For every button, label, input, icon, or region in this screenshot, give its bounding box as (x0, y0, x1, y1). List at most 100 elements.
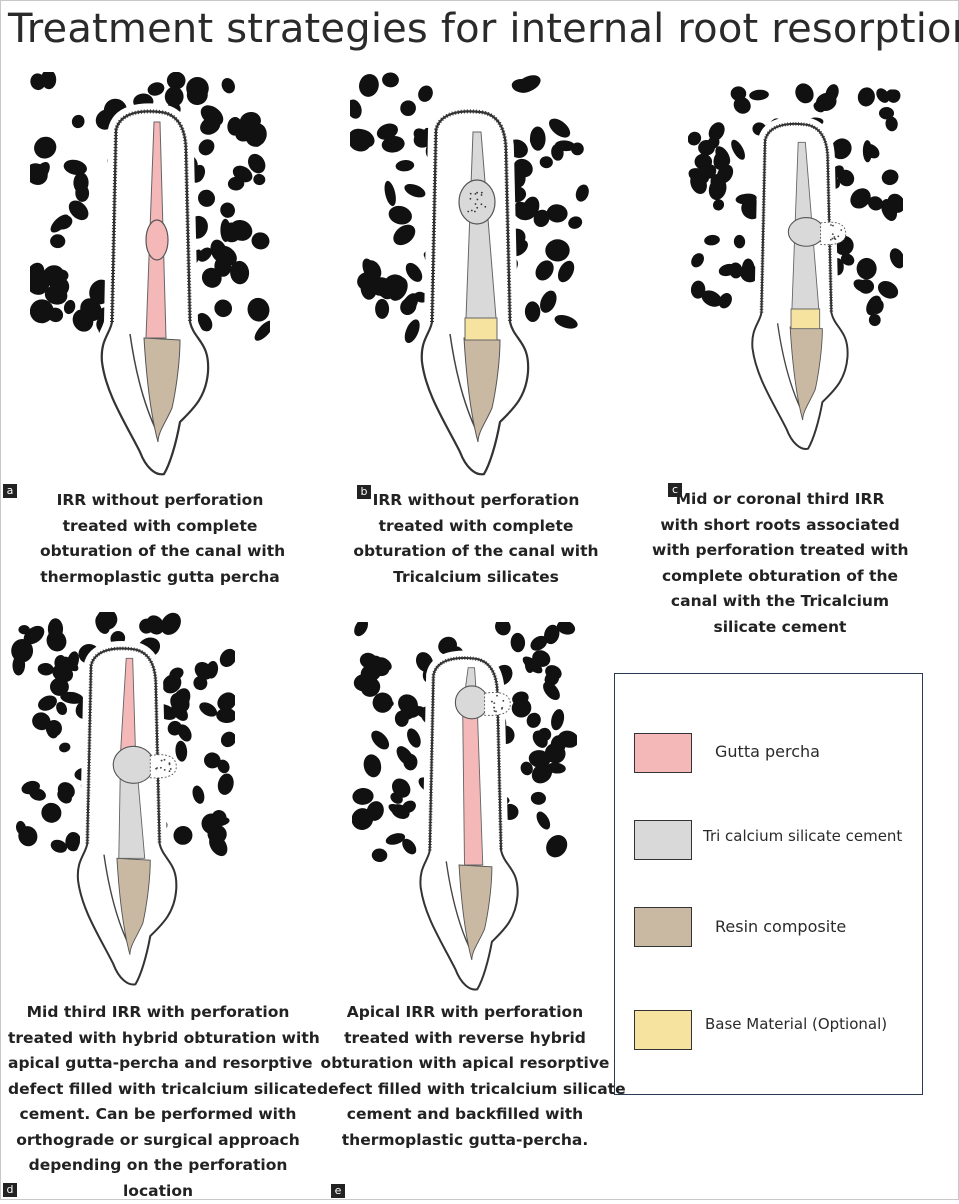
legend-label-gutta-percha: Gutta percha (715, 742, 820, 761)
bone-trabecula (529, 131, 543, 147)
bone-trabecula (404, 319, 420, 344)
bone-trabecula (50, 214, 70, 233)
bone-trabecula (400, 100, 416, 117)
resorptive-defect (454, 685, 489, 720)
bone-trabecula (220, 202, 235, 218)
bone-trabecula (878, 107, 895, 120)
bone-trabecula (59, 742, 71, 753)
bone-trabecula (528, 750, 551, 768)
bone-trabecula (733, 234, 746, 249)
extruded-particle (833, 237, 836, 240)
bone-trabecula (362, 258, 377, 281)
bone-trabecula (41, 72, 57, 90)
bone-trabecula (544, 624, 560, 645)
bone-trabecula (401, 293, 419, 315)
bone-trabecula (32, 712, 51, 731)
bone-trabecula (704, 234, 720, 246)
stipple-dot (480, 194, 483, 196)
bone-trabecula (536, 811, 551, 830)
panel-c-caption: Mid or coronal third IRR with short root… (652, 490, 909, 636)
bone-trabecula (372, 692, 393, 713)
panel-b-caption: IRR without perforation treated with com… (353, 491, 599, 586)
extruded-particle (832, 224, 834, 227)
bone-trabecula (360, 677, 381, 697)
bone-trabecula (354, 622, 369, 637)
bone-trabecula (12, 654, 26, 676)
extruded-particle (502, 699, 505, 702)
bone-trabecula (866, 295, 882, 316)
bone-trabecula (857, 87, 875, 107)
bone-trabecula (382, 72, 399, 88)
resin-composite-fill (143, 337, 181, 443)
resin-composite-fill (458, 864, 493, 961)
bone-trabecula (209, 834, 228, 857)
stipple-dot (467, 210, 470, 213)
legend-swatch-base-material (634, 1010, 692, 1050)
bone-trabecula (515, 201, 532, 215)
bone-trabecula (554, 314, 578, 329)
panel-e-tooth-illustration (352, 622, 577, 992)
cementum-hatching (431, 656, 503, 851)
bone-trabecula (217, 692, 235, 711)
stipple-dot (469, 197, 472, 200)
bone-trabecula (546, 762, 566, 774)
bone-trabecula (96, 612, 118, 630)
bone-trabecula (68, 200, 89, 221)
extruded-particle (833, 236, 836, 238)
bone-trabecula (545, 665, 562, 680)
bone-trabecula (402, 838, 417, 855)
extruded-particle (160, 759, 163, 762)
bone-trabecula (177, 724, 192, 742)
stipple-dot (480, 191, 483, 194)
bone-trabecula (405, 262, 423, 282)
bone-trabecula (731, 139, 745, 160)
bone-trabecula (38, 695, 57, 711)
bone-trabecula (557, 260, 575, 283)
bone-trabecula (402, 800, 416, 813)
bone-trabecula (403, 753, 418, 771)
extruded-particle (829, 238, 832, 241)
bone-trabecula (840, 253, 855, 266)
cementum-hatching (759, 140, 767, 313)
bone-trabecula (254, 320, 270, 341)
bone-trabecula (227, 176, 245, 191)
panel-label-b: b (357, 485, 371, 499)
bone-trabecula (49, 276, 70, 297)
bone-trabecula (50, 234, 66, 249)
legend-swatch-tricalcium-silicate (634, 820, 692, 860)
stipple-dot (474, 193, 477, 195)
bone-trabecula (575, 184, 589, 202)
bone-trabecula (360, 664, 382, 682)
resorptive-defect (787, 217, 825, 247)
cementum-hatching (434, 109, 512, 323)
bone-trabecula (708, 177, 727, 201)
bone-trabecula (30, 271, 50, 295)
bone-trabecula (550, 735, 566, 754)
bone-trabecula (404, 183, 426, 198)
bone-trabecula (192, 785, 205, 804)
extruded-particle (493, 706, 495, 709)
cementum-hatching (114, 109, 192, 323)
bone-trabecula (198, 139, 215, 156)
panel-label-d: d (3, 1183, 17, 1197)
bone-trabecula (162, 674, 182, 694)
bone-trabecula (385, 833, 406, 845)
extruded-particle (495, 710, 497, 713)
cementum-hatching (89, 646, 162, 844)
bone-trabecula (65, 832, 82, 852)
bone-trabecula (230, 260, 250, 285)
cementum-hatching (763, 122, 834, 313)
bone-trabecula (204, 752, 221, 769)
bone-trabecula (395, 160, 415, 172)
bone-trabecula (359, 73, 379, 97)
bone-trabecula (60, 691, 84, 704)
bone-trabecula (197, 247, 212, 262)
bone-trabecula (216, 708, 235, 724)
bone-trabecula (248, 153, 266, 174)
bone-trabecula (390, 792, 403, 804)
bone-trabecula (21, 780, 40, 795)
resin-composite-fill (463, 337, 501, 443)
bone-trabecula (45, 719, 62, 737)
panel-label-a: a (3, 484, 17, 498)
bone-trabecula (546, 204, 568, 223)
